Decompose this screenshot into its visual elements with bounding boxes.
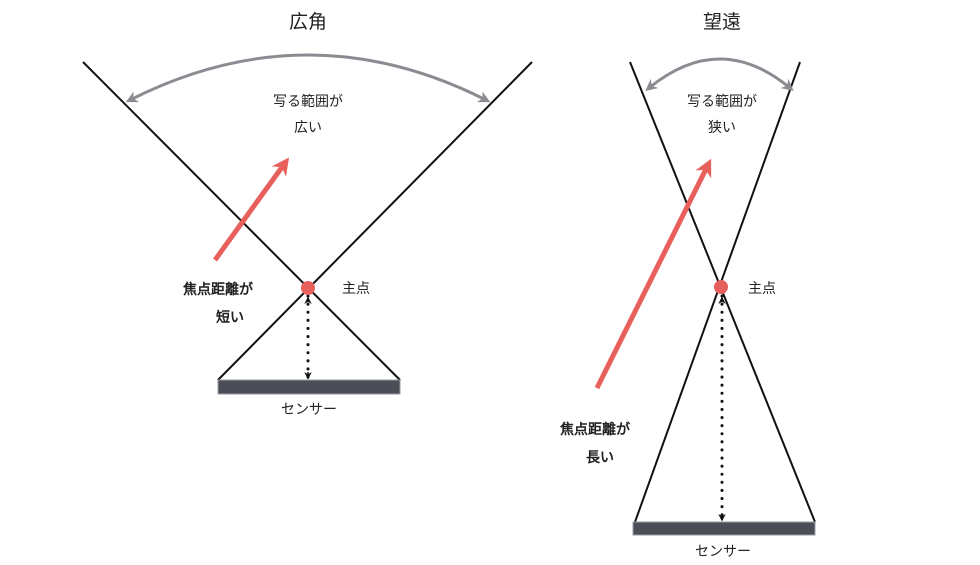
range-label-line1: 写る範囲が: [687, 93, 757, 110]
principal-point-dot: [714, 280, 728, 294]
focal-label-line1: 焦点距離が: [559, 421, 631, 438]
wide-angle-diagram: 広角 写る範囲が 広い 焦点距離が 短い 主点 センサー: [82, 11, 533, 418]
range-label-line1: 写る範囲が: [273, 93, 343, 110]
wide-title: 広角: [289, 11, 327, 33]
sensor: [632, 521, 816, 536]
range-label-line2: 広い: [294, 120, 322, 136]
range-arc-arrow: [125, 53, 491, 103]
sensor: [217, 379, 401, 395]
focal-label-line2: 短い: [216, 309, 244, 326]
focal-label-line2: 長い: [586, 450, 614, 466]
principal-point-label: 主点: [748, 281, 776, 297]
principal-point-label: 主点: [342, 281, 370, 297]
range-label-line2: 狭い: [708, 120, 736, 136]
focal-red-arrow: [212, 157, 290, 262]
focal-red-arrow: [594, 158, 712, 390]
focal-label-line1: 焦点距離が: [182, 281, 254, 298]
view-line-right: [217, 61, 533, 381]
principal-point-dot: [301, 281, 315, 295]
sensor-label: センサー: [281, 402, 337, 418]
tele-title: 望遠: [703, 11, 741, 33]
telephoto-diagram: 望遠 写る範囲が 狭い 焦点距離が 長い 主点 センサー: [559, 11, 816, 560]
sensor-label: センサー: [695, 544, 751, 560]
range-arc-arrow: [645, 57, 794, 92]
